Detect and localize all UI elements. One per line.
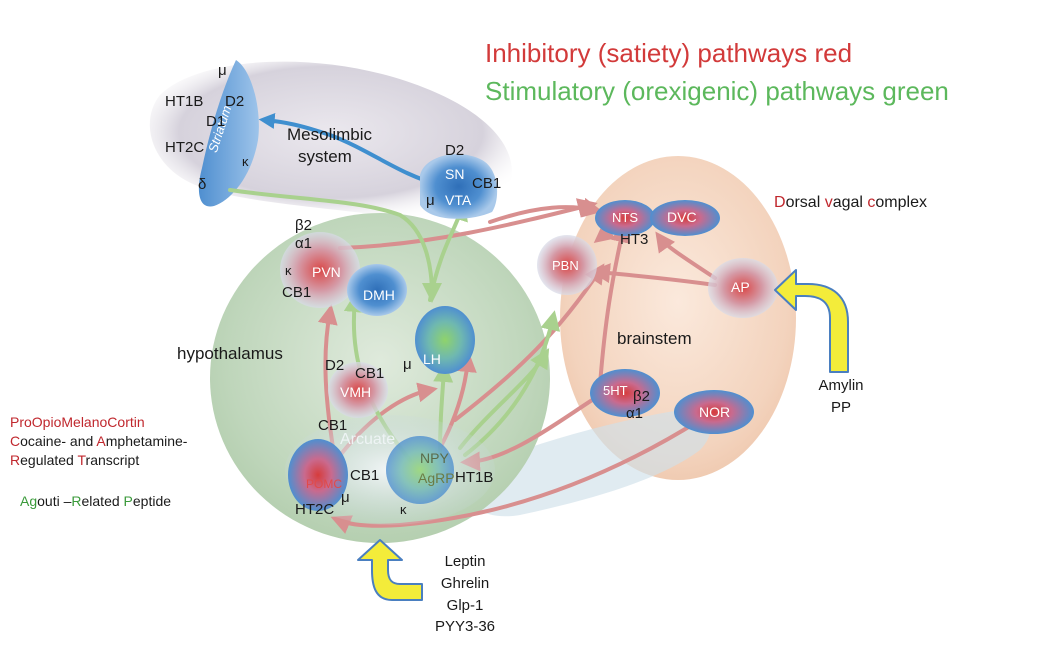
pvn-label: PVN: [312, 264, 341, 280]
cart-def-ocaine: ocaine- and: [20, 432, 97, 449]
dvc-title-orsal: orsal: [785, 194, 825, 211]
peripheral-input-arrow: [357, 539, 423, 601]
vmh-d2: D2: [325, 357, 345, 374]
cart-def-a: A: [96, 432, 106, 449]
striatum-delta: δ: [198, 176, 207, 193]
striatum-d2: D2: [225, 93, 245, 110]
arcuate-cb1: CB1: [350, 467, 380, 484]
nts-label: NTS: [612, 210, 638, 225]
striatum-d1: D1: [206, 113, 226, 130]
input-amylin: Amylin: [818, 377, 864, 394]
mesolimbic-label: Mesolimbic: [287, 125, 373, 144]
pomc-ht2c: HT2C: [295, 501, 335, 518]
nor-label: NOR: [699, 404, 731, 420]
input-leptin: Leptin: [444, 553, 486, 570]
dvc-title-omplex: omplex: [875, 194, 927, 211]
sn-cb1: CB1: [472, 175, 502, 192]
pomc-cart-definition: ProOpioMelanoCortin Cocaine- and Ampheta…: [10, 413, 187, 470]
dvc-label: DVC: [667, 209, 697, 225]
vta-label: VTA: [445, 192, 472, 208]
pomc-def-pro: Pro: [10, 414, 32, 430]
cart-def-ranscript: ranscript: [85, 451, 140, 468]
arcuate-label: Arcuate: [340, 431, 396, 448]
fiveht-label: 5HT: [603, 383, 628, 398]
mesolimbic-pathway: [258, 112, 442, 187]
agrp-label: AgRP: [418, 470, 455, 486]
dvc-title-v: v: [824, 194, 833, 211]
cart-definition-line-2: Regulated Transcript: [10, 451, 187, 470]
pvn-cb1: CB1: [282, 284, 312, 301]
lh-label: LH: [423, 351, 441, 367]
brainstem-label: brainstem: [617, 329, 692, 348]
pvn-beta2: β2: [295, 217, 312, 234]
dvc-title-d: D: [774, 194, 786, 211]
agrp-def-outi: outi –: [37, 493, 72, 509]
striatum-kappa: κ: [242, 154, 249, 169]
pvn-kappa: κ: [285, 263, 292, 278]
fiveht-alpha1: α1: [626, 405, 644, 422]
vagal-inputs: Amylin PP: [806, 375, 876, 419]
brainstem-tail: [465, 409, 711, 517]
agrp-definition: Agouti –Related Peptide: [20, 492, 171, 511]
striatum-mu: μ: [218, 62, 227, 79]
dvc-title-c: c: [867, 194, 876, 211]
striatum-ht2c: HT2C: [165, 139, 205, 156]
nuclei: [280, 154, 778, 525]
pomc-def-melano: Melano: [61, 414, 108, 430]
pomc-definition-line: ProOpioMelanoCortin: [10, 413, 187, 432]
fiveht-beta2: β2: [633, 388, 650, 405]
agrp-ht1b: HT1B: [455, 469, 494, 486]
vmh-label: VMH: [340, 384, 372, 400]
hypothalamus-label: hypothalamus: [177, 344, 283, 363]
input-pp: PP: [830, 398, 851, 416]
vta-mu: μ: [426, 192, 435, 209]
vagal-input-arrow: [774, 269, 849, 373]
agrp-def-r: R: [71, 493, 82, 509]
legend-inhibitory: Inhibitory (satiety) pathways red: [485, 38, 853, 68]
legend-stimulatory: Stimulatory (orexigenic) pathways green: [485, 76, 949, 106]
nts-ht3: HT3: [620, 231, 649, 248]
input-glp1: Glp-1: [446, 596, 484, 614]
sn-d2: D2: [445, 142, 465, 159]
pomc-def-opio: Opio: [31, 414, 62, 430]
striatum-shape: [198, 60, 259, 207]
agrp-def-eptide: eptide: [132, 493, 172, 509]
ap-label: AP: [731, 279, 750, 295]
input-ghrelin: Ghrelin: [440, 574, 490, 592]
cart-def-t: T: [77, 451, 86, 468]
vmh-cb1-lower: CB1: [318, 417, 348, 434]
dvc-title-agal: agal: [832, 194, 868, 211]
vmh-cb1: CB1: [355, 365, 385, 382]
sn-label: SN: [445, 166, 465, 182]
dmh-label: DMH: [363, 287, 395, 303]
agrp-def-elated: elated: [81, 493, 124, 509]
system-label: system: [298, 147, 352, 166]
cart-def-egulated: egulated: [20, 451, 78, 468]
cart-def-c: C: [10, 432, 21, 449]
pomc-label: POMC: [306, 477, 342, 491]
cart-definition-line-1: Cocaine- and Amphetamine-: [10, 432, 187, 451]
striatum-ht1b: HT1B: [165, 93, 204, 110]
dvc-title: Dorsal vagal complex: [774, 195, 927, 211]
pvn-alpha1: α1: [295, 235, 313, 252]
pbn-label: PBN: [552, 258, 579, 273]
input-pyy: PYY3-36: [434, 618, 496, 636]
agrp-kappa: κ: [400, 502, 407, 517]
cart-def-mphetamine: mphetamine-: [105, 432, 188, 449]
pomc-def-cortin: Cortin: [107, 414, 145, 430]
npy-label: NPY: [420, 450, 449, 466]
agrp-def-p: P: [123, 493, 133, 509]
peripheral-inputs: Leptin Ghrelin Glp-1 PYY3-36: [430, 551, 500, 638]
agrp-def-ag: Ag: [20, 493, 38, 509]
lh-mu: μ: [403, 356, 412, 373]
pomc-mu: μ: [341, 489, 350, 506]
cart-def-r: R: [10, 451, 21, 468]
